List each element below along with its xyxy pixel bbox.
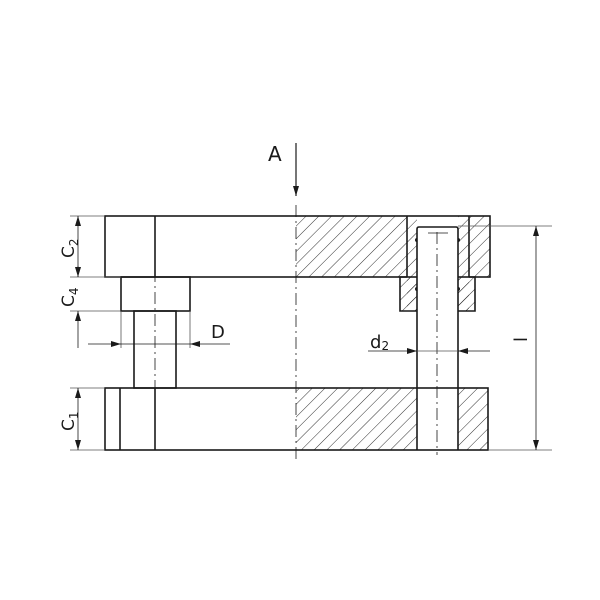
view-label-a: A bbox=[268, 142, 282, 166]
dimension-c1 bbox=[70, 387, 105, 451]
svg-text:C4: C4 bbox=[59, 287, 81, 307]
bottom-plate bbox=[104, 387, 489, 451]
svg-text:C1: C1 bbox=[59, 411, 81, 431]
svg-text:l: l bbox=[511, 337, 532, 342]
label-l: l bbox=[511, 337, 532, 342]
label-c2: C2 bbox=[59, 238, 81, 258]
label-c4: C4 bbox=[59, 287, 81, 307]
dimension-d bbox=[88, 311, 230, 348]
svg-text:C2: C2 bbox=[59, 238, 81, 258]
left-guide-bushing bbox=[120, 276, 191, 389]
label-d2: d2 bbox=[370, 332, 389, 353]
label-c1: C1 bbox=[59, 411, 81, 431]
dimension-c4 bbox=[70, 266, 121, 348]
label-d: D bbox=[211, 322, 225, 343]
guide-pin bbox=[416, 226, 459, 450]
center-lines bbox=[154, 205, 448, 460]
section-hatching bbox=[296, 216, 490, 450]
dimension-l bbox=[458, 225, 552, 451]
